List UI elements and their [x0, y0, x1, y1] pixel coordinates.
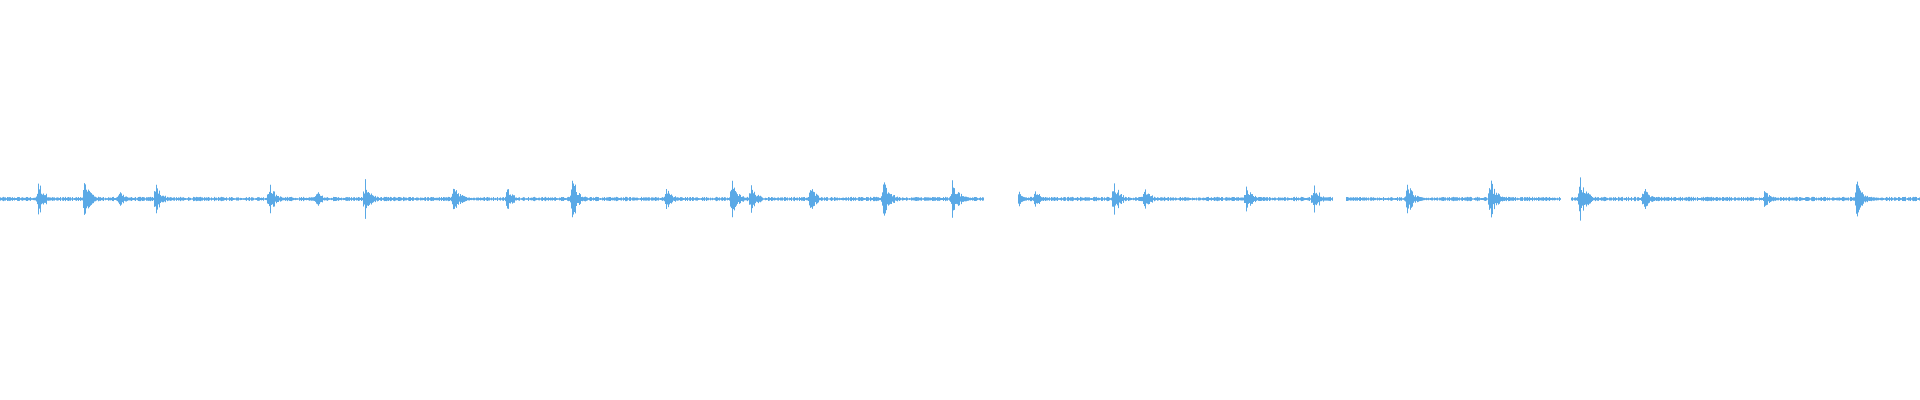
waveform-track	[0, 177, 1920, 221]
